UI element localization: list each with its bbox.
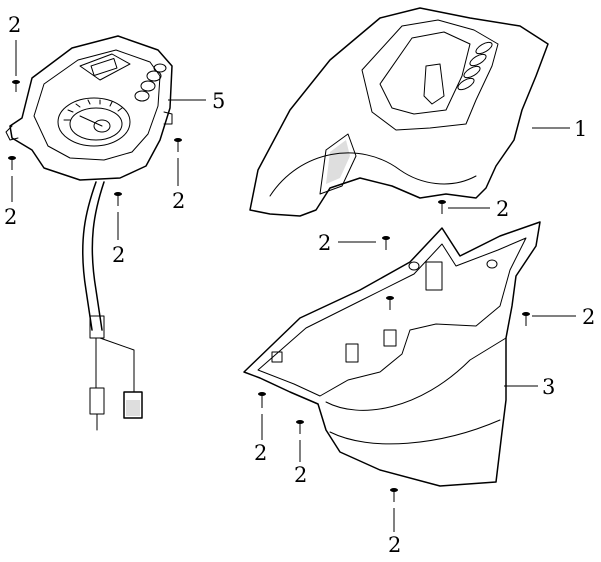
callout-2-bottom-left: 2 — [254, 441, 267, 465]
callout-2-right: 2 — [582, 305, 595, 329]
screws — [8, 80, 530, 502]
screw-b — [8, 156, 16, 170]
callout-2-left: 2 — [4, 205, 17, 229]
callout-2-cover-bottom: 2 — [496, 197, 509, 221]
screw-c — [174, 138, 182, 152]
screw-j — [296, 420, 304, 434]
callout-labels: 2 2 2 2 5 1 2 2 2 3 2 2 2 — [4, 13, 595, 557]
screw-i — [258, 392, 266, 408]
callout-5: 5 — [212, 89, 225, 113]
callout-2-under-meter: 2 — [112, 243, 125, 267]
callout-3: 3 — [542, 375, 555, 399]
callout-2-bottom-mid: 2 — [294, 463, 307, 487]
screw-k — [390, 488, 398, 502]
screw-e — [438, 200, 446, 214]
lower-cover — [243, 221, 541, 487]
callout-2-right-meter: 2 — [172, 189, 185, 213]
screw-d — [114, 192, 122, 206]
speedometer-assembly — [5, 35, 173, 431]
screw-f — [382, 236, 390, 250]
callout-1: 1 — [574, 117, 587, 141]
screw-h — [522, 312, 530, 326]
leader-lines — [11, 40, 576, 532]
callout-2-bottom: 2 — [388, 533, 401, 557]
screw-a — [12, 80, 20, 92]
instrument-cover — [249, 7, 549, 217]
callout-2-mid-left: 2 — [318, 231, 331, 255]
callout-2-top-left: 2 — [8, 13, 21, 37]
screw-g — [386, 296, 394, 310]
